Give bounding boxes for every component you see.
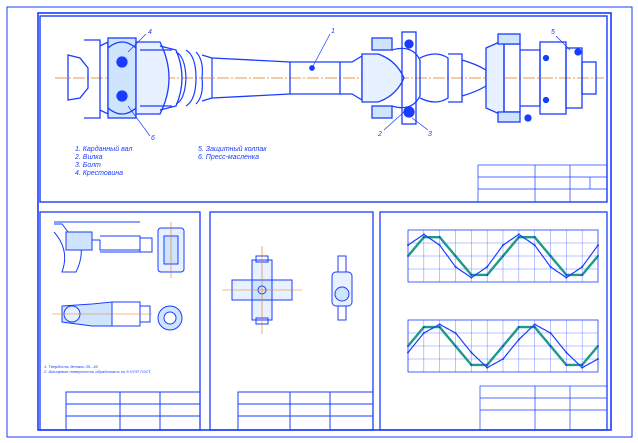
wave-point bbox=[486, 273, 489, 276]
note-line: 1. Твердость детали 35...40 bbox=[44, 364, 98, 369]
wave-point bbox=[565, 351, 568, 354]
wave-point bbox=[597, 345, 599, 347]
wave-point bbox=[438, 323, 441, 326]
wave-point bbox=[422, 233, 425, 236]
parts-legend-left: 1. Карданный вал 2. Вилка 3. Болт 4. Кре… bbox=[75, 146, 132, 178]
wave-point bbox=[581, 265, 584, 268]
callout-6: 6 bbox=[151, 135, 155, 142]
wave-point bbox=[597, 244, 599, 247]
wave-point bbox=[549, 345, 552, 347]
legend-item: 4. Крестовина bbox=[75, 170, 124, 177]
note-line: 2. Шлицевые поверхности обработать по 6 … bbox=[44, 369, 151, 374]
wave-point bbox=[581, 363, 584, 366]
wave-point bbox=[438, 244, 441, 247]
wave-point bbox=[502, 358, 504, 360]
end-flange bbox=[485, 33, 597, 123]
wave-point bbox=[438, 236, 441, 239]
legend-item: 5. Защитный колпак bbox=[198, 146, 267, 153]
wave-point bbox=[549, 255, 552, 257]
wave-point bbox=[533, 323, 536, 326]
wave-point bbox=[407, 244, 409, 247]
callout-5: 5 bbox=[551, 29, 555, 36]
wave-point bbox=[517, 338, 520, 341]
wave-point bbox=[438, 326, 441, 329]
wave-point bbox=[533, 244, 536, 247]
callout-2: 2 bbox=[378, 131, 382, 138]
wave-point bbox=[597, 358, 599, 360]
wave-point bbox=[581, 273, 584, 276]
wave-point bbox=[470, 351, 473, 354]
bottom-middle-panel bbox=[209, 211, 374, 431]
wave-point bbox=[549, 265, 552, 268]
wave-point bbox=[407, 255, 409, 257]
wave-point bbox=[454, 345, 457, 347]
top-panel bbox=[39, 15, 608, 203]
legend-item: 6. Пресс-масленка bbox=[198, 154, 259, 161]
wave-point bbox=[565, 276, 568, 279]
left-fork-assembly bbox=[67, 37, 183, 119]
wave-point bbox=[517, 236, 520, 239]
top-title-block bbox=[477, 164, 608, 203]
wave-point bbox=[454, 255, 457, 257]
wave-point bbox=[517, 233, 520, 236]
wave-point bbox=[565, 273, 568, 276]
wave-chart-2 bbox=[407, 319, 599, 373]
wave-point bbox=[597, 255, 599, 257]
wave-point bbox=[407, 351, 409, 354]
technical-notes: 1. Твердость детали 35...40 2. Шлицевые … bbox=[44, 364, 151, 374]
parts-legend-right: 5. Защитный колпак 6. Пресс-масленка bbox=[198, 146, 267, 162]
wave-point bbox=[407, 345, 409, 347]
wave-point bbox=[533, 326, 536, 329]
wave-point bbox=[486, 366, 489, 369]
callout-4: 4 bbox=[148, 29, 152, 36]
wave-point bbox=[486, 265, 489, 268]
right-fork-assembly bbox=[361, 31, 487, 125]
wave-point bbox=[422, 332, 425, 334]
wave-point bbox=[502, 255, 504, 257]
spline-sleeve bbox=[175, 49, 213, 107]
wave-point bbox=[533, 236, 536, 239]
leader-lines bbox=[127, 33, 571, 137]
wave-point bbox=[549, 332, 552, 334]
outer-border bbox=[6, 6, 633, 438]
legend-item: 1. Карданный вал bbox=[75, 146, 133, 153]
wave-chart-1 bbox=[407, 229, 599, 283]
wave-point bbox=[470, 276, 473, 279]
wave-point bbox=[470, 273, 473, 276]
wave-point bbox=[470, 363, 473, 366]
callout-1: 1 bbox=[331, 28, 335, 35]
legend-item: 3. Болт bbox=[75, 162, 101, 169]
wave-point bbox=[502, 244, 504, 247]
wave-point bbox=[565, 363, 568, 366]
callout-3: 3 bbox=[428, 131, 432, 138]
wave-point bbox=[454, 332, 457, 334]
wave-point bbox=[581, 366, 584, 369]
wave-point bbox=[454, 265, 457, 268]
wave-point bbox=[422, 236, 425, 239]
legend-item: 2. Вилка bbox=[75, 154, 103, 161]
wave-point bbox=[502, 345, 504, 347]
wave-point bbox=[486, 363, 489, 366]
wave-point bbox=[422, 326, 425, 329]
bottom-left-panel bbox=[39, 211, 201, 431]
bottom-right-panel bbox=[379, 211, 608, 431]
wave-point bbox=[517, 326, 520, 329]
